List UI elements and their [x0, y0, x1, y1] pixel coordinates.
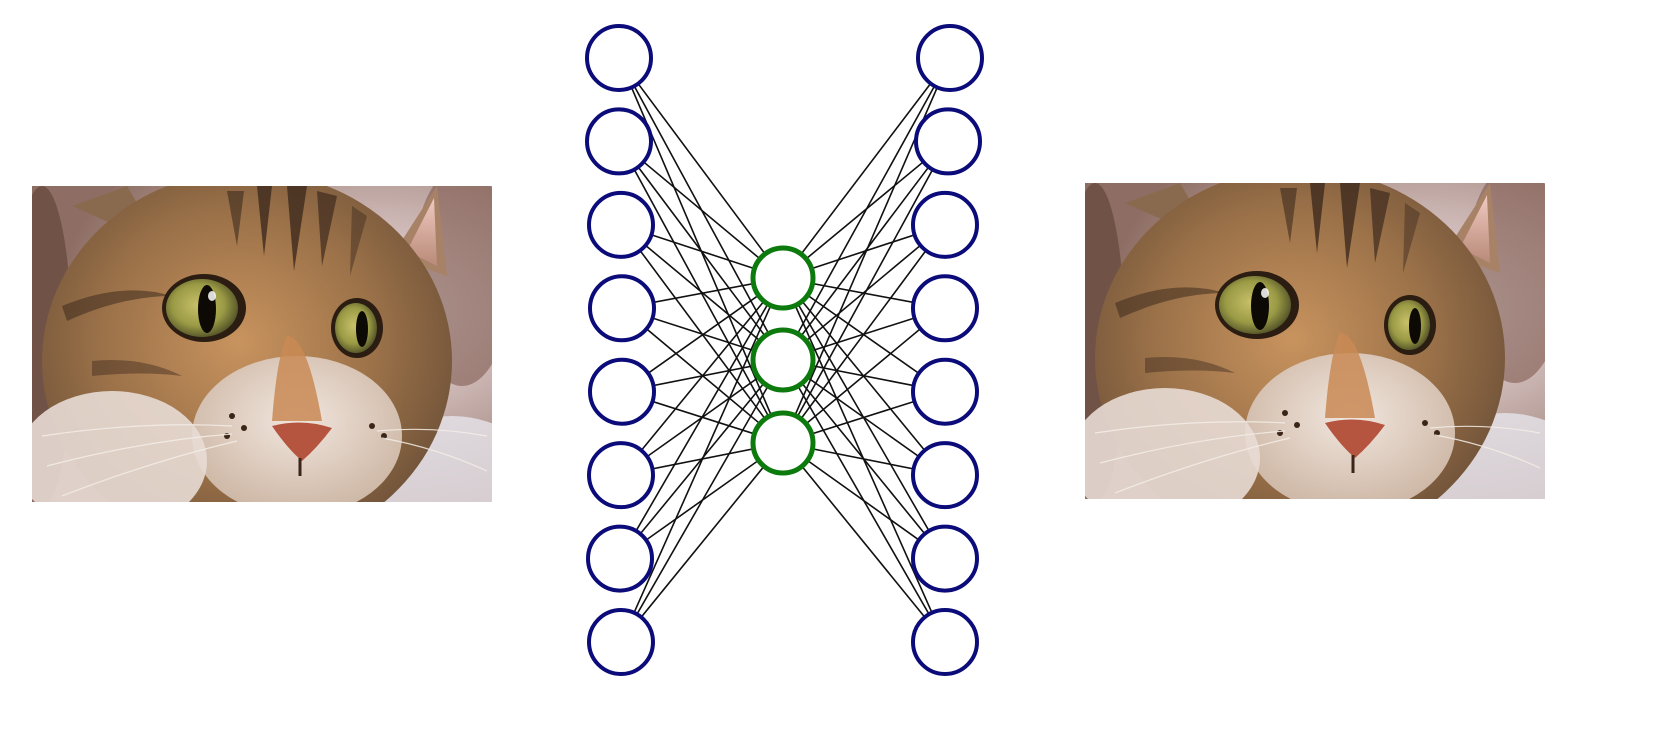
- bottleneck-node-2: [750, 327, 816, 393]
- output-node-5: [911, 357, 979, 426]
- edge-input-8-to-bottleneck-3: [620, 442, 784, 643]
- output-node-4: [911, 274, 979, 343]
- input-image: [32, 186, 492, 502]
- edge-bottleneck-2-to-output-3: [782, 224, 946, 361]
- input-node-2: [585, 107, 653, 176]
- input-node-1: [585, 24, 653, 92]
- input-node-5: [588, 357, 656, 426]
- edge-input-6-to-bottleneck-1: [620, 277, 784, 476]
- edge-bottleneck-3-to-output-3: [782, 224, 946, 444]
- edge-bottleneck-3-to-output-2: [782, 141, 949, 444]
- input-node-7: [586, 524, 654, 593]
- input-node-3: [587, 190, 655, 259]
- edge-bottleneck-3-to-output-4: [782, 307, 946, 444]
- output-node-7: [911, 524, 979, 593]
- output-node-3: [911, 190, 979, 259]
- input-node-4: [588, 274, 656, 343]
- network-nodes: [585, 24, 984, 676]
- input-node-8: [587, 608, 655, 676]
- edge-bottleneck-1-to-output-1: [782, 57, 951, 279]
- edge-input-1-to-bottleneck-1: [618, 57, 784, 279]
- edge-bottleneck-3-to-output-8: [782, 442, 946, 643]
- edge-input-2-to-bottleneck-1: [618, 140, 784, 279]
- edge-bottleneck-2-to-output-1: [782, 57, 951, 361]
- edge-input-8-to-bottleneck-2: [620, 359, 784, 643]
- output-node-6: [911, 441, 979, 510]
- output-node-8: [911, 608, 979, 676]
- edge-bottleneck-2-to-output-2: [782, 140, 949, 361]
- bottleneck-node-1: [750, 245, 816, 311]
- output-node-1: [916, 24, 984, 92]
- bottleneck-node-3: [750, 410, 816, 476]
- edge-input-8-to-bottleneck-1: [620, 277, 784, 643]
- edge-input-7-to-bottleneck-1: [619, 277, 784, 559]
- input-node-6: [587, 441, 655, 510]
- output-node-2: [914, 107, 982, 176]
- output-image: [1085, 183, 1545, 499]
